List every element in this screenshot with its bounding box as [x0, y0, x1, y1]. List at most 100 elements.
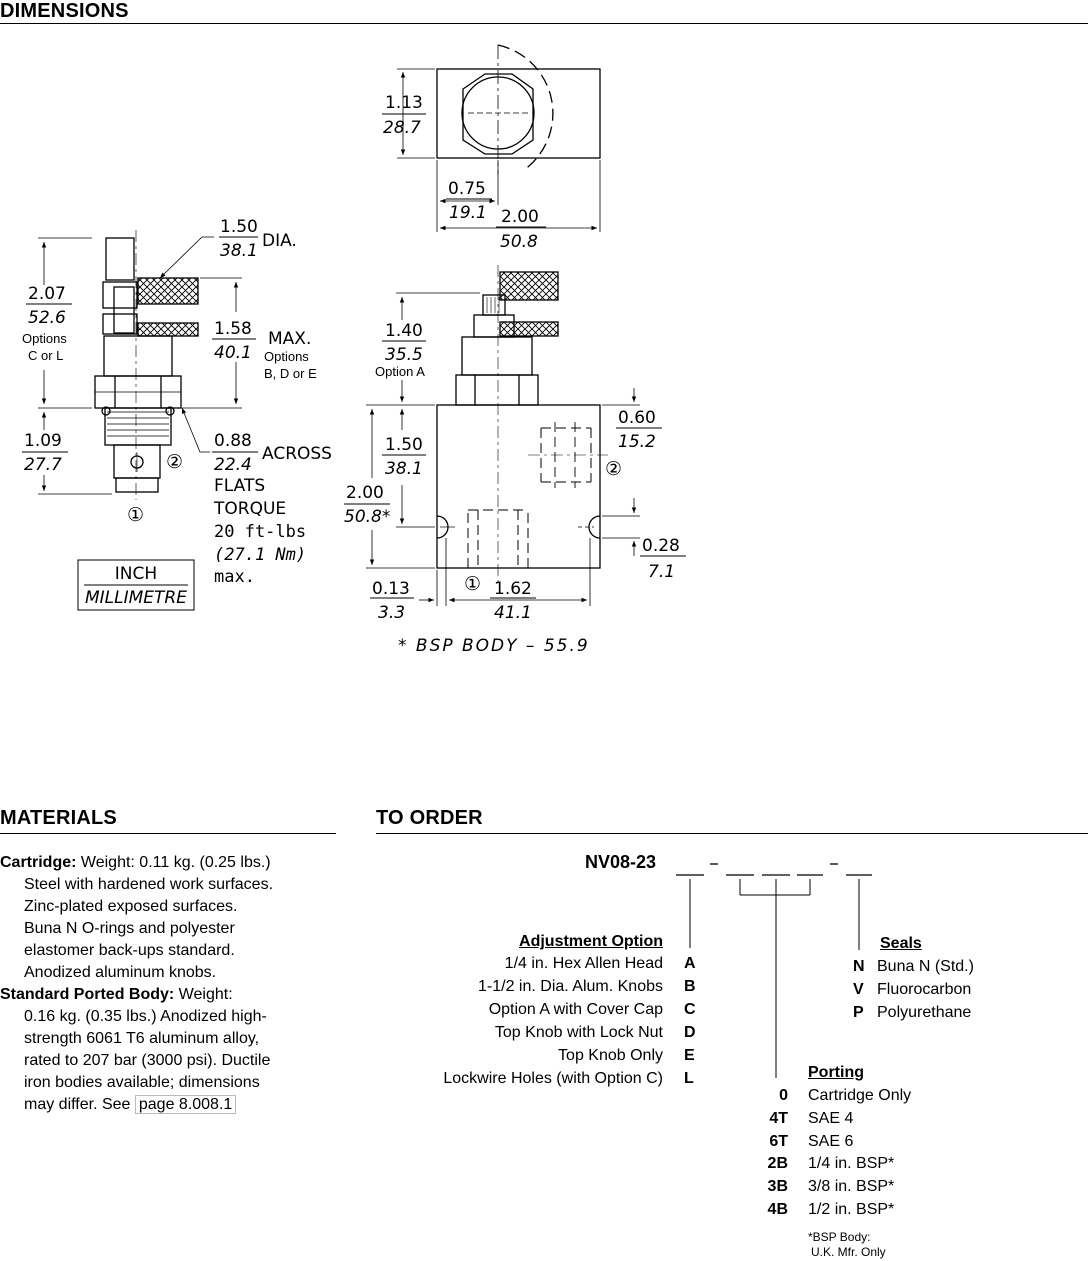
porting-code: 4B [767, 1201, 788, 1218]
flats-inch: 0.88 [214, 431, 252, 451]
right-028-inch: 0.28 [642, 536, 680, 556]
body-200-mm: 50.8* [344, 507, 390, 527]
porting-label: Cartridge Only [808, 1087, 912, 1104]
bsp-body-note: * BSP BODY – 55.9 [398, 636, 590, 656]
seal-label: Buna N (Std.) [877, 958, 974, 975]
adjustment-item-l: Lockwire Holes (with Option C) [443, 1070, 663, 1087]
right-028-mm: 7.1 [648, 562, 675, 582]
adjustment-item-a: 1/4 in. Hex Allen Head [504, 955, 663, 972]
adjustment-item-e: Top Knob Only [558, 1047, 663, 1064]
materials-rule [0, 833, 336, 834]
adjustment-code: B [684, 978, 696, 995]
cartridge-first-line: Cartridge: Weight: 0.11 kg. (0.25 lbs.) [0, 852, 336, 874]
right-060-inch: 0.60 [618, 408, 656, 428]
bottom-162-mm: 41.1 [494, 603, 532, 623]
body-line: strength 6061 T6 aluminum alloy, [24, 1030, 260, 1047]
bsp-footnote-line-1: *BSP Body: [808, 1230, 871, 1244]
page-link[interactable]: page 8.008.1 [134, 1095, 237, 1114]
dimensions-rule [0, 23, 1088, 24]
porting-title: Porting [808, 1064, 864, 1081]
adjustment-title: Adjustment Option [519, 933, 663, 950]
top-width-inch: 2.00 [501, 207, 539, 227]
seal-code: N [853, 958, 865, 975]
bsp-footnote: *BSP Body: U.K. Mfr. Only [808, 1230, 886, 1260]
adjustment-code: L [684, 1070, 694, 1087]
porting-code: 3B [767, 1178, 788, 1195]
seal-label: Polyurethane [877, 1004, 972, 1021]
option-a-note: Option A [375, 364, 425, 379]
body-weight-label: Weight: [174, 986, 233, 1003]
top-height-inch: 1.13 [385, 93, 423, 113]
adjustment-item-c: Option A with Cover Cap [488, 1001, 663, 1018]
body-line: rated to 207 bar (3000 psi). Ductile [24, 1052, 271, 1069]
cartridge-line: elastomer back-ups standard. [24, 942, 235, 959]
max-height-mm: 40.1 [214, 343, 252, 363]
bottom-162-inch: 1.62 [494, 579, 532, 599]
porting-code: 0 [779, 1087, 788, 1104]
cartridge-line: Anodized aluminum knobs. [24, 964, 217, 981]
top-view [397, 44, 601, 232]
body-200-inch: 2.00 [346, 483, 384, 503]
max-height-inch: 1.58 [214, 319, 252, 339]
adjustment-code: A [684, 955, 696, 972]
dimensions-heading: DIMENSIONS [0, 0, 129, 22]
top-hex-inch: 0.75 [448, 179, 486, 199]
body-port-2: ② [605, 458, 622, 480]
adjustment-code: C [684, 1001, 696, 1018]
flats-suffix-2: FLATS [214, 476, 265, 496]
porting-label: 1/2 in. BSP* [808, 1201, 895, 1218]
torque-nm: (27.1 Nm) [214, 545, 306, 565]
adjustment-item-b: 1-1/2 in. Dia. Alum. Knobs [478, 978, 663, 995]
max-height-note-1: Options [264, 349, 309, 364]
body-port-1: ① [464, 573, 481, 595]
cartridge-height-mm: 52.6 [28, 308, 66, 328]
cartridge-weight: Weight: 0.11 kg. (0.25 lbs.) [76, 854, 271, 871]
adjustment-code: E [684, 1047, 695, 1064]
to-order-rule [376, 833, 1088, 834]
unit-legend: INCH MILLIMETRE [77, 559, 195, 611]
torque-ftlbs: 20 ft-lbs [214, 522, 306, 542]
max-height-note-2: B, D or E [264, 366, 317, 381]
seal-code: V [853, 981, 864, 998]
bottom-013-inch: 0.13 [372, 579, 410, 599]
porting-code: 2B [767, 1155, 788, 1172]
cartridge-label: Cartridge: [0, 854, 77, 871]
cartridge-line: Buna N O-rings and polyester [24, 920, 235, 937]
seal-label: Fluorocarbon [877, 981, 972, 998]
knob-dia-inch: 1.50 [220, 217, 258, 237]
cartridge-port-2: ② [166, 451, 183, 473]
body-first-line: Standard Ported Body: Weight: [0, 984, 336, 1006]
adjustment-code: D [684, 1024, 696, 1041]
body-see-text: may differ. See [24, 1096, 135, 1113]
cartridge-height-inch: 2.07 [28, 284, 66, 304]
cartridge-line: Zinc-plated exposed surfaces. [24, 898, 238, 915]
flats-suffix-1: ACROSS [262, 444, 332, 464]
knob-dia-mm: 38.1 [220, 241, 258, 261]
body-last-line: may differ. See page 8.008.1 [0, 1094, 336, 1116]
body-line: iron bodies available; dimensions [24, 1074, 260, 1091]
cartridge-line: Steel with hardened work surfaces. [24, 876, 274, 893]
top-width-mm: 50.8 [500, 232, 538, 252]
cartridge-port-1: ① [127, 504, 144, 526]
torque-label: TORQUE [213, 499, 286, 519]
bsp-footnote-line-2: U.K. Mfr. Only [811, 1245, 886, 1259]
cartridge-height-note-2: C or L [28, 348, 63, 363]
porting-label: 1/4 in. BSP* [808, 1155, 895, 1172]
adjustment-item-d: Top Knob with Lock Nut [494, 1024, 663, 1041]
materials-heading: MATERIALS [0, 807, 117, 829]
to-order-heading: TO ORDER [376, 807, 483, 829]
flats-mm: 22.4 [214, 455, 252, 475]
top-height-mm: 28.7 [383, 118, 421, 138]
seals-title: Seals [880, 935, 922, 952]
option-a-inch: 1.40 [385, 321, 423, 341]
seal-code: P [853, 1004, 864, 1021]
body-150-mm: 38.1 [385, 459, 423, 479]
cartridge-height-note-1: Options [22, 331, 67, 346]
body-view [366, 265, 640, 606]
bottom-013-mm: 3.3 [378, 603, 405, 623]
dimension-drawing: 1.13 28.7 0.75 19.1 2.00 50.8 1.50 38.1 … [22, 44, 686, 656]
porting-code: 6T [769, 1133, 788, 1150]
porting-label: SAE 4 [808, 1110, 854, 1127]
legend-inch: INCH [115, 564, 157, 584]
cartridge-view [38, 230, 242, 500]
